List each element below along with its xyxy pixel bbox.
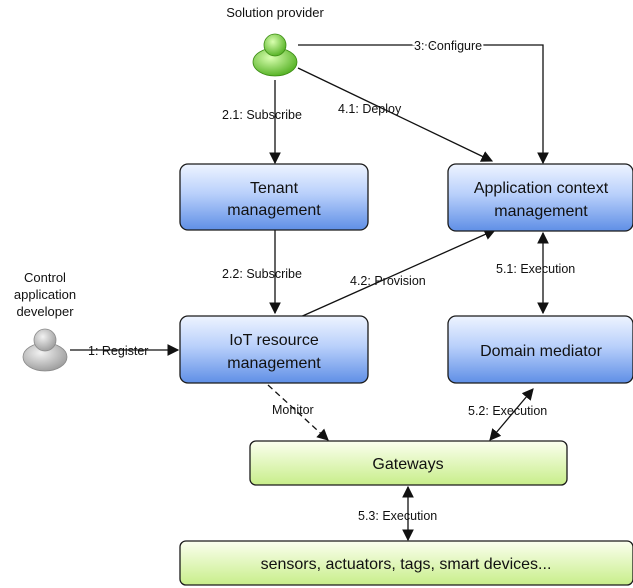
domain-mediator-box: Domain mediator [447,315,633,384]
edge-labels: 3: Configure 2.1: Subscribe 4.1: Deploy … [88,37,575,523]
sensors-box: sensors, actuators, tags, smart devices.… [179,540,633,586]
tenant-management-label-1: Tenant [250,180,299,197]
edge-monitor [267,384,329,441]
edge-label-deploy: 4.1: Deploy [338,102,402,116]
edge-label-provision: 4.2: Provision [350,274,426,288]
developer-label-3: developer [16,304,74,319]
iot-resource-label-2: management [227,355,321,372]
tenant-management-box: Tenant management [179,163,369,231]
edges [70,44,549,542]
edge-deploy [297,67,494,162]
sensors-label: sensors, actuators, tags, smart devices.… [261,556,552,573]
person-icon [252,33,298,77]
edge-label-execution-1: 5.1: Execution [496,262,575,276]
edge-label-configure: 3: Configure [414,39,482,53]
developer-label-2: application [14,287,76,302]
gateways-label: Gateways [372,456,443,473]
person-icon [22,328,68,372]
iot-resource-label-1: IoT resource [229,332,319,349]
edge-label-subscribe-1: 2.1: Subscribe [222,108,302,122]
application-context-label-2: management [494,203,588,220]
edge-label-register: 1: Register [88,344,148,358]
developer-actor: Control application developer [14,270,76,372]
edge-label-subscribe-2: 2.2: Subscribe [222,267,302,281]
tenant-management-label-2: management [227,202,321,219]
edge-label-execution-2: 5.2: Execution [468,404,547,418]
application-context-box: Application context management [447,163,633,232]
domain-mediator-label: Domain mediator [480,343,603,360]
edge-configure [298,44,549,165]
edge-provision [297,228,497,319]
gateways-box: Gateways [249,440,568,486]
edge-execution-2 [489,388,534,441]
developer-label-1: Control [24,270,66,285]
edge-label-monitor: Monitor [272,403,314,417]
solution-provider-actor: Solution provider [226,5,324,77]
iot-resource-management-box: IoT resource management [179,315,369,384]
application-context-label-1: Application context [474,180,609,197]
edge-label-execution-3: 5.3: Execution [358,509,437,523]
solution-provider-label: Solution provider [226,5,324,20]
